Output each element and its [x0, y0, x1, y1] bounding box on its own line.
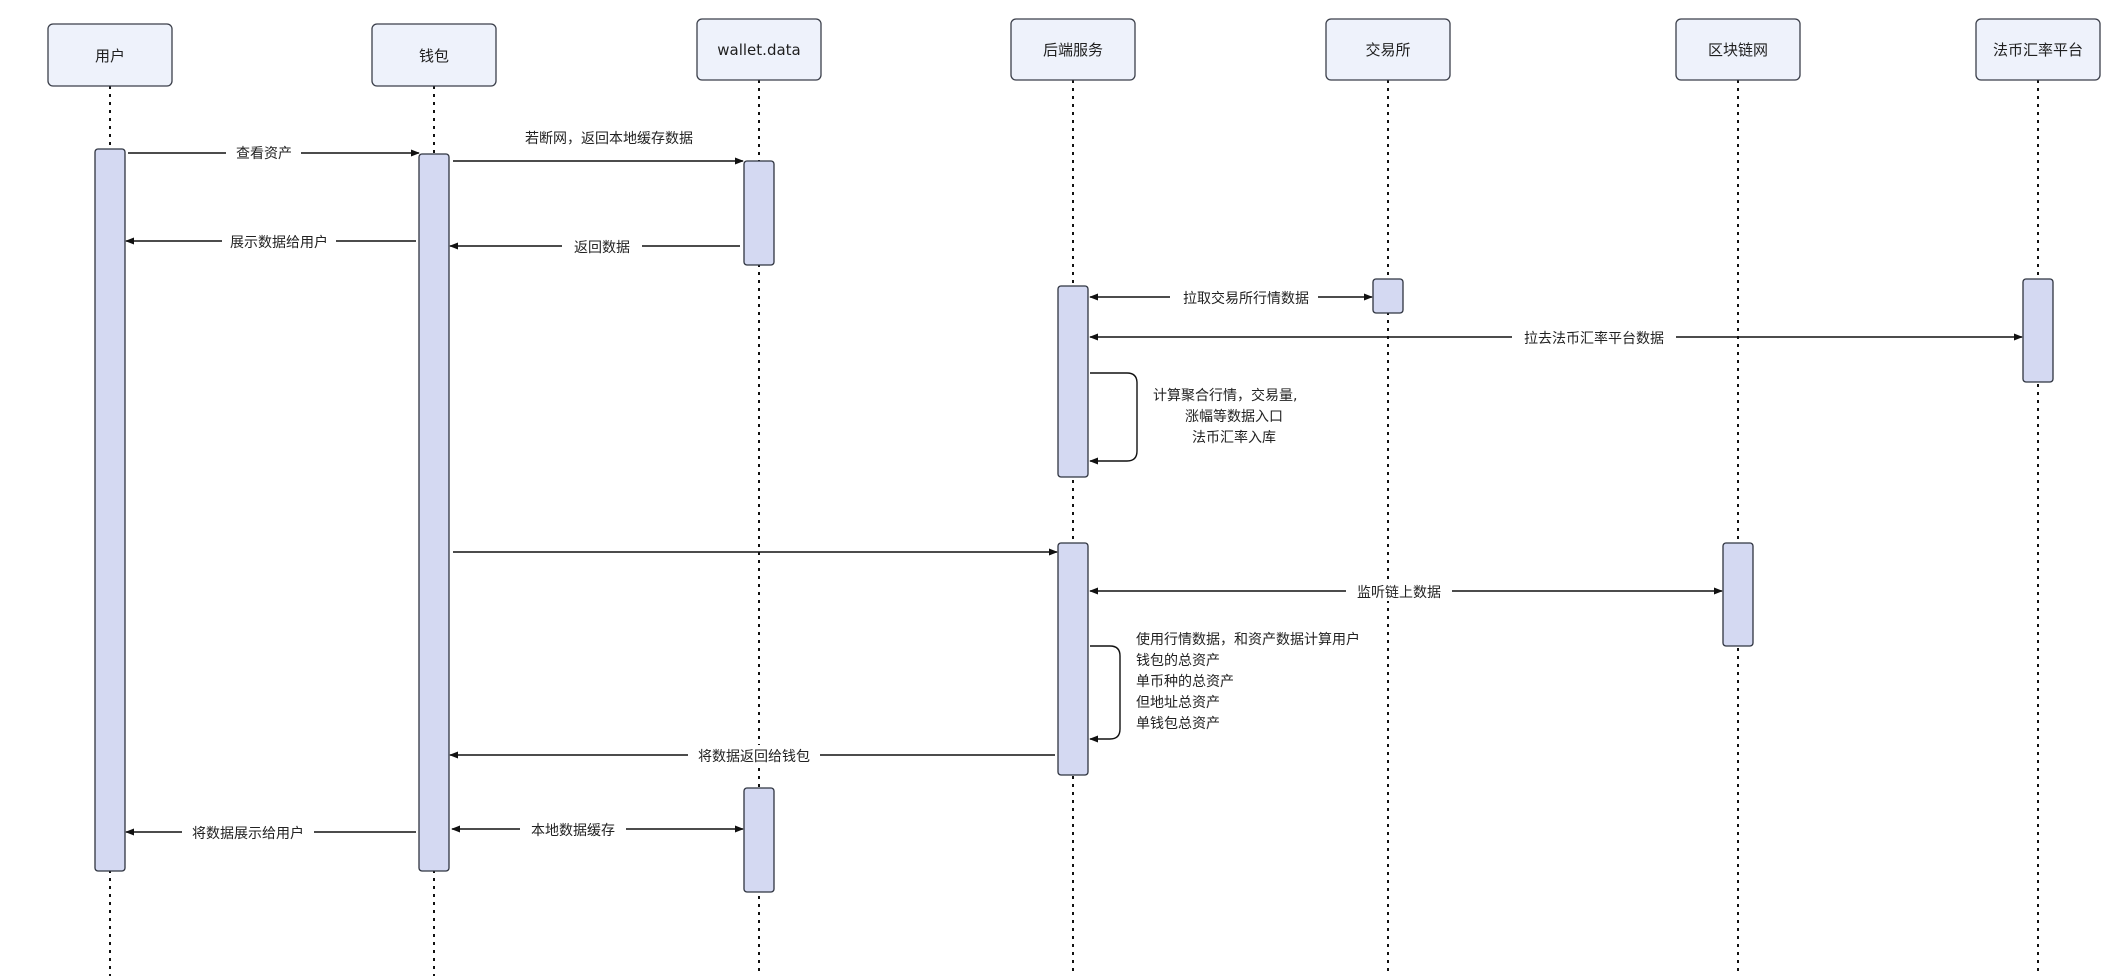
message-label: 展示数据给用户: [230, 234, 328, 251]
note-calc: 计算聚合行情，交易量, 涨幅等数据入口 法币汇率入库: [1153, 387, 1297, 446]
activation-backend-2: [1057, 542, 1089, 776]
self-message-assets[interactable]: [1089, 645, 1121, 743]
message-label: 将数据返回给钱包: [698, 749, 810, 765]
note-line: 单币种的总资产: [1136, 674, 1234, 690]
activation-backend-1: [1057, 285, 1089, 478]
participant-exchange[interactable]: 交易所: [1325, 18, 1451, 81]
activation-walletdata-2: [743, 787, 775, 893]
message-label: 查看资产: [236, 146, 292, 162]
participant-label: wallet.data: [717, 41, 800, 59]
message-label: 若断网，返回本地缓存数据: [525, 131, 693, 147]
participant-backend[interactable]: 后端服务: [1010, 18, 1136, 81]
participant-fiat[interactable]: 法币汇率平台: [1975, 18, 2101, 81]
participant-label: 区块链网: [1708, 41, 1768, 59]
activation-user: [94, 148, 126, 872]
message-m9[interactable]: 将数据返回给钱包: [449, 745, 1055, 765]
participants: 用户 钱包 wallet.data 后端服务 交易所 区块链网 法币汇率平台: [47, 18, 2101, 87]
activation-walletdata-1: [743, 160, 775, 266]
note-line: 法币汇率入库: [1192, 429, 1276, 446]
message-label: 拉去法币汇率平台数据: [1524, 330, 1664, 347]
participant-label: 交易所: [1365, 41, 1410, 59]
activation-exchange: [1372, 278, 1404, 314]
activations: [94, 148, 2054, 893]
lifelines: [109, 80, 2039, 976]
activation-wallet: [418, 153, 450, 872]
participant-chain[interactable]: 区块链网: [1675, 18, 1801, 81]
note-line: 计算聚合行情，交易量,: [1153, 387, 1297, 404]
message-label: 返回数据: [574, 240, 630, 256]
participant-label: 用户: [95, 47, 125, 65]
activation-chain: [1722, 542, 1754, 647]
message-m2[interactable]: 若断网，返回本地缓存数据: [453, 131, 744, 165]
note-line: 单钱包总资产: [1136, 716, 1220, 732]
note-line: 但地址总资产: [1136, 695, 1220, 711]
message-m6[interactable]: 拉去法币汇率平台数据: [1089, 327, 2023, 347]
participant-label: 法币汇率平台: [1993, 41, 2083, 59]
message-m3[interactable]: 返回数据: [449, 236, 740, 256]
message-m4[interactable]: 展示数据给用户: [125, 231, 416, 251]
message-label: 将数据展示给用户: [192, 825, 304, 842]
message-m11[interactable]: 将数据展示给用户: [125, 822, 416, 842]
note-line: 涨幅等数据入口: [1185, 408, 1283, 425]
participant-label: 钱包: [419, 47, 449, 65]
messages: 查看资产 若断网，返回本地缓存数据 返回数据 展示数据给用户 拉取交易所行情数据: [125, 131, 2023, 842]
activation-fiat: [2022, 278, 2054, 383]
message-m10[interactable]: 本地数据缓存: [451, 819, 744, 839]
participant-walletdata[interactable]: wallet.data: [696, 18, 822, 81]
message-label: 本地数据缓存: [531, 823, 615, 839]
note-line: 钱包的总资产: [1136, 653, 1220, 669]
message-label: 监听链上数据: [1357, 585, 1441, 601]
note-line: 使用行情数据，和资产数据计算用户: [1136, 631, 1360, 648]
message-label: 拉取交易所行情数据: [1183, 290, 1309, 307]
participant-label: 后端服务: [1043, 41, 1103, 59]
message-m1[interactable]: 查看资产: [128, 143, 420, 163]
participant-wallet[interactable]: 钱包: [371, 23, 497, 87]
message-m5[interactable]: 拉取交易所行情数据: [1089, 287, 1373, 307]
participant-user[interactable]: 用户: [47, 23, 173, 87]
note-assets: 使用行情数据，和资产数据计算用户 钱包的总资产 单币种的总资产 但地址总资产 单…: [1136, 631, 1360, 732]
message-m8[interactable]: 监听链上数据: [1089, 581, 1723, 601]
self-message-calc[interactable]: [1089, 372, 1138, 465]
